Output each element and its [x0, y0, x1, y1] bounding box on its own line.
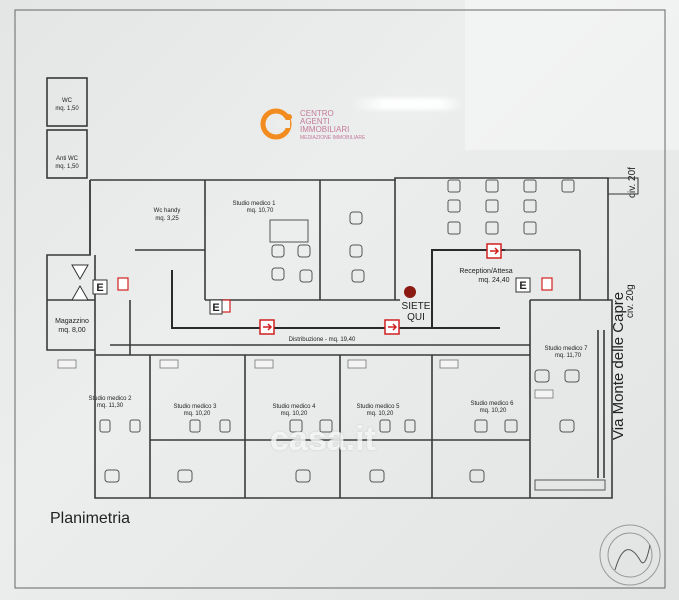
- exit-signs: [117, 243, 553, 335]
- civ-label-1: civ. 20f: [627, 167, 638, 198]
- stamp-seal: [599, 524, 661, 586]
- room-studio1-area: mq. 10,70: [247, 208, 274, 214]
- room-reception-area: mq. 24,40: [478, 277, 509, 284]
- logo-line3: IMMOBILIARI: [300, 125, 350, 134]
- glare-panel: [465, 0, 679, 150]
- logo-text: CENTRO AGENTI IMMOBILIARI MEDIAZIONE IMM…: [300, 110, 365, 142]
- route-lines: [171, 249, 505, 329]
- room-studio5-name: Studio medico 5: [356, 404, 400, 410]
- room-wc-handy-name: Wc handy: [154, 208, 181, 214]
- warning-icons: [71, 264, 89, 301]
- light-glare: [350, 98, 465, 110]
- civ-label-2: civ. 20g: [625, 284, 636, 318]
- room-wc-name: WC: [62, 98, 73, 104]
- you-are-here-line1: SIETE: [402, 301, 431, 312]
- civ-box-1: [607, 177, 639, 195]
- extinguisher-sign-1: E: [96, 282, 103, 294]
- room-wc-area: mq. 1,50: [55, 106, 79, 112]
- room-studio5-area: mq. 10,20: [367, 411, 394, 417]
- room-studio4-name: Studio medico 4: [272, 404, 316, 410]
- room-reception-name: Reception/Attesa: [459, 268, 512, 275]
- wc-room: [46, 77, 88, 127]
- logo-mark: [260, 108, 292, 140]
- logo-line1: CENTRO: [300, 109, 334, 118]
- room-studio6-area: mq. 10,20: [480, 408, 507, 414]
- room-magazzino-area: mq. 8,00: [58, 327, 85, 334]
- room-studio2-name: Studio medico 2: [88, 396, 132, 402]
- room-studio7-area: mq. 11,70: [555, 353, 582, 359]
- room-studio1-name: Studio medico 1: [232, 201, 276, 207]
- room-distribuzione-name: Distribuzione - mq. 19,40: [289, 337, 356, 343]
- extinguisher-sign-2: E: [212, 302, 219, 314]
- room-magazzino-name: Magazzino: [55, 318, 89, 325]
- room-studio2-area: mq. 11,30: [97, 403, 124, 409]
- sheet-border: [14, 9, 666, 589]
- you-are-here-line2: QUI: [407, 312, 425, 323]
- room-studio3-area: mq. 10,20: [184, 411, 211, 417]
- walls: [46, 77, 613, 499]
- plan-caption: Planimetria: [50, 510, 131, 527]
- room-studio7-name: Studio medico 7: [544, 346, 588, 352]
- room-studio3-name: Studio medico 3: [173, 404, 217, 410]
- room-anti-wc-name: Anti WC: [56, 156, 79, 162]
- extinguisher-sign-3: E: [519, 280, 526, 292]
- you-are-here-marker: [404, 286, 416, 298]
- furniture: [99, 179, 606, 491]
- watermark: casa.it: [270, 420, 376, 458]
- logo-line2: AGENTI: [300, 117, 330, 126]
- small-labels: [57, 359, 554, 399]
- room-wc-handy-area: mq. 3,25: [155, 216, 179, 222]
- logo-line4: MEDIAZIONE IMMOBILIARE: [300, 135, 366, 141]
- room-anti-wc-area: mq. 1,50: [55, 164, 79, 170]
- room-studio6-name: Studio medico 6: [470, 401, 514, 407]
- anti-wc-room: [46, 129, 88, 179]
- room-studio4-area: mq. 10,20: [281, 411, 308, 417]
